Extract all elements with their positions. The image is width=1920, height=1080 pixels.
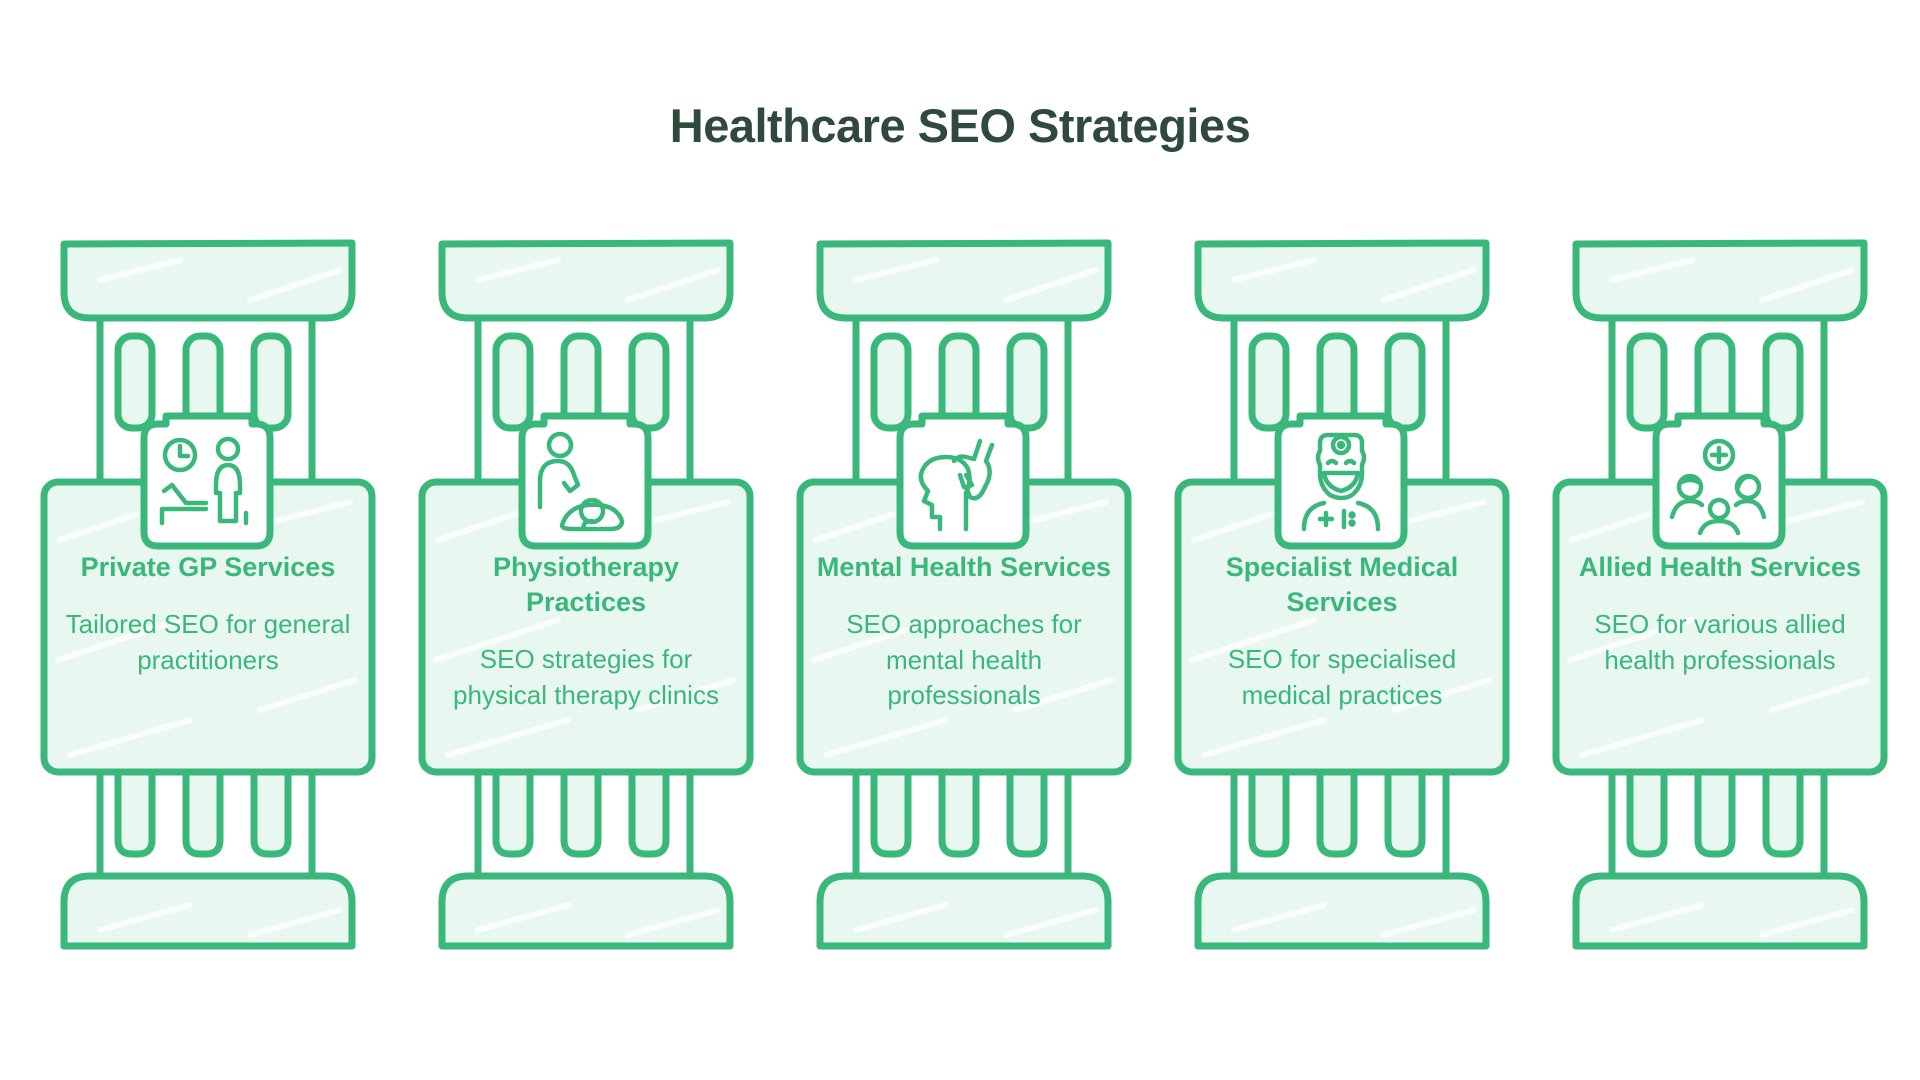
doctor-waiting-room-icon (144, 425, 269, 545)
pillar-description: SEO approaches for mental health profess… (846, 609, 1082, 710)
pillar-title: Private GP Services (80, 552, 336, 582)
hand-on-head-icon (900, 425, 1025, 545)
pillar-description: Tailored SEO for general practitioners (65, 609, 351, 675)
pillar-private-gp: Private GP Services Tailored SEO for gen… (40, 240, 376, 950)
pillar-title: Allied Health Services (1578, 552, 1862, 582)
pillar-title: Specialist Medical Services (1225, 552, 1459, 617)
surgeon-doctor-icon (1278, 425, 1403, 545)
pillar-specialist-medical: Specialist Medical Services SEO for spec… (1174, 240, 1510, 950)
pillar-description: SEO strategies for physical therapy clin… (453, 644, 719, 710)
physiotherapist-patient-icon (522, 425, 647, 545)
pillar-description: SEO for various allied health profession… (1594, 609, 1846, 675)
pillar-mental-health: Mental Health Services SEO approaches fo… (796, 240, 1132, 950)
pillar-allied-health: Allied Health Services SEO for various a… (1552, 240, 1888, 950)
pillar-description: SEO for specialised medical practices (1227, 644, 1457, 710)
health-team-icon (1656, 425, 1781, 545)
page-title: Healthcare SEO Strategies (669, 99, 1251, 152)
pillar-physiotherapy: Physiotherapy Practices SEO strategies f… (418, 240, 754, 950)
pillar-title: Mental Health Services (816, 552, 1112, 582)
pillar-title: Physiotherapy Practices (492, 552, 680, 617)
